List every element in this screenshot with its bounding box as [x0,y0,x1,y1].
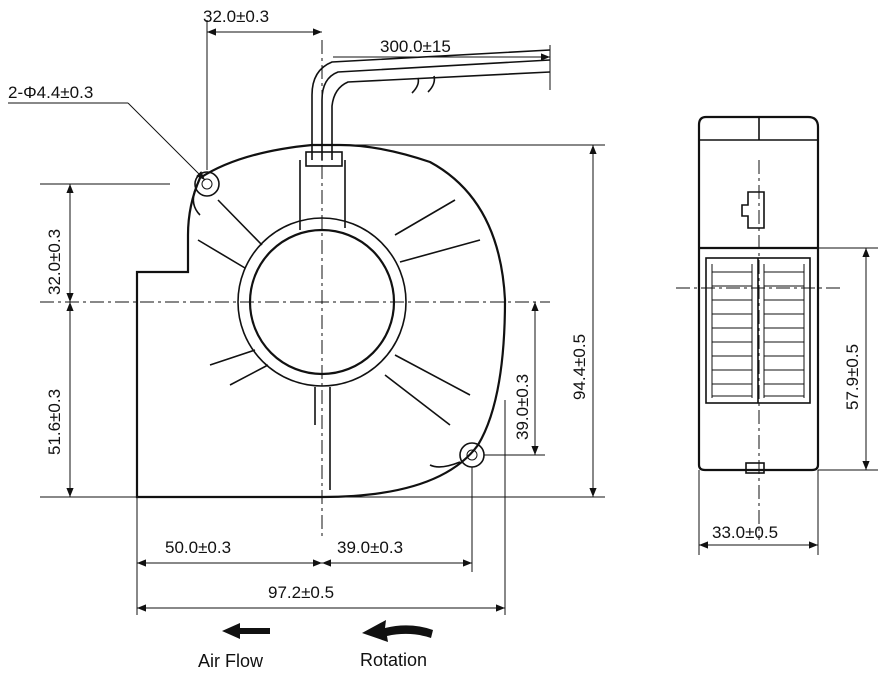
air-flow-indicator: Air Flow [198,623,270,671]
dim-total-height: 94.4±0.5 [322,144,605,498]
side-housing-outline [697,115,820,472]
dim-upper-height-text: 32.0±0.3 [45,229,64,295]
rotation-arrow-icon [362,620,433,642]
dim-total-width-text: 97.2±0.5 [268,583,334,602]
dim-right-width: 39.0±0.3 [322,467,473,572]
dim-lower-height: 51.6±0.3 [40,302,137,498]
dim-upper-height: 32.0±0.3 [40,183,170,302]
dim-right-width-text: 39.0±0.3 [337,538,403,557]
rotation-label: Rotation [360,650,427,670]
dim-right-hole-height: 39.0±0.3 [484,302,545,456]
dim-left-width: 50.0±0.3 [136,497,322,615]
dim-depth: 33.0±0.5 [698,470,819,555]
dim-outlet-height-text: 57.9±0.5 [843,344,862,410]
mounting-hole-left [194,171,220,197]
air-flow-arrow-icon [222,623,270,639]
rotation-indicator: Rotation [360,620,433,670]
dim-top-width: 32.0±0.3 [203,7,322,170]
mounting-hole-right [459,442,485,468]
dim-left-width-text: 50.0±0.3 [165,538,231,557]
front-view [40,40,551,540]
lead-wires [311,49,551,160]
dim-lead-length: 300.0±15 [333,37,551,90]
dim-top-width-text: 32.0±0.3 [203,7,269,26]
dim-outlet-height: 57.9±0.5 [818,247,878,471]
fan-housing-outline [135,143,507,499]
side-view [676,115,840,540]
dim-hole-spec: 2-Φ4.4±0.3 [8,83,206,181]
air-flow-label: Air Flow [198,651,264,671]
dim-hole-spec-text: 2-Φ4.4±0.3 [8,83,93,102]
dim-total-height-text: 94.4±0.5 [570,334,589,400]
dim-lower-height-text: 51.6±0.3 [45,389,64,455]
dim-right-hole-height-text: 39.0±0.3 [513,374,532,440]
dim-lead-length-text: 300.0±15 [380,37,451,56]
dim-total-width: 97.2±0.5 [137,400,506,615]
dim-depth-text: 33.0±0.5 [712,523,778,542]
